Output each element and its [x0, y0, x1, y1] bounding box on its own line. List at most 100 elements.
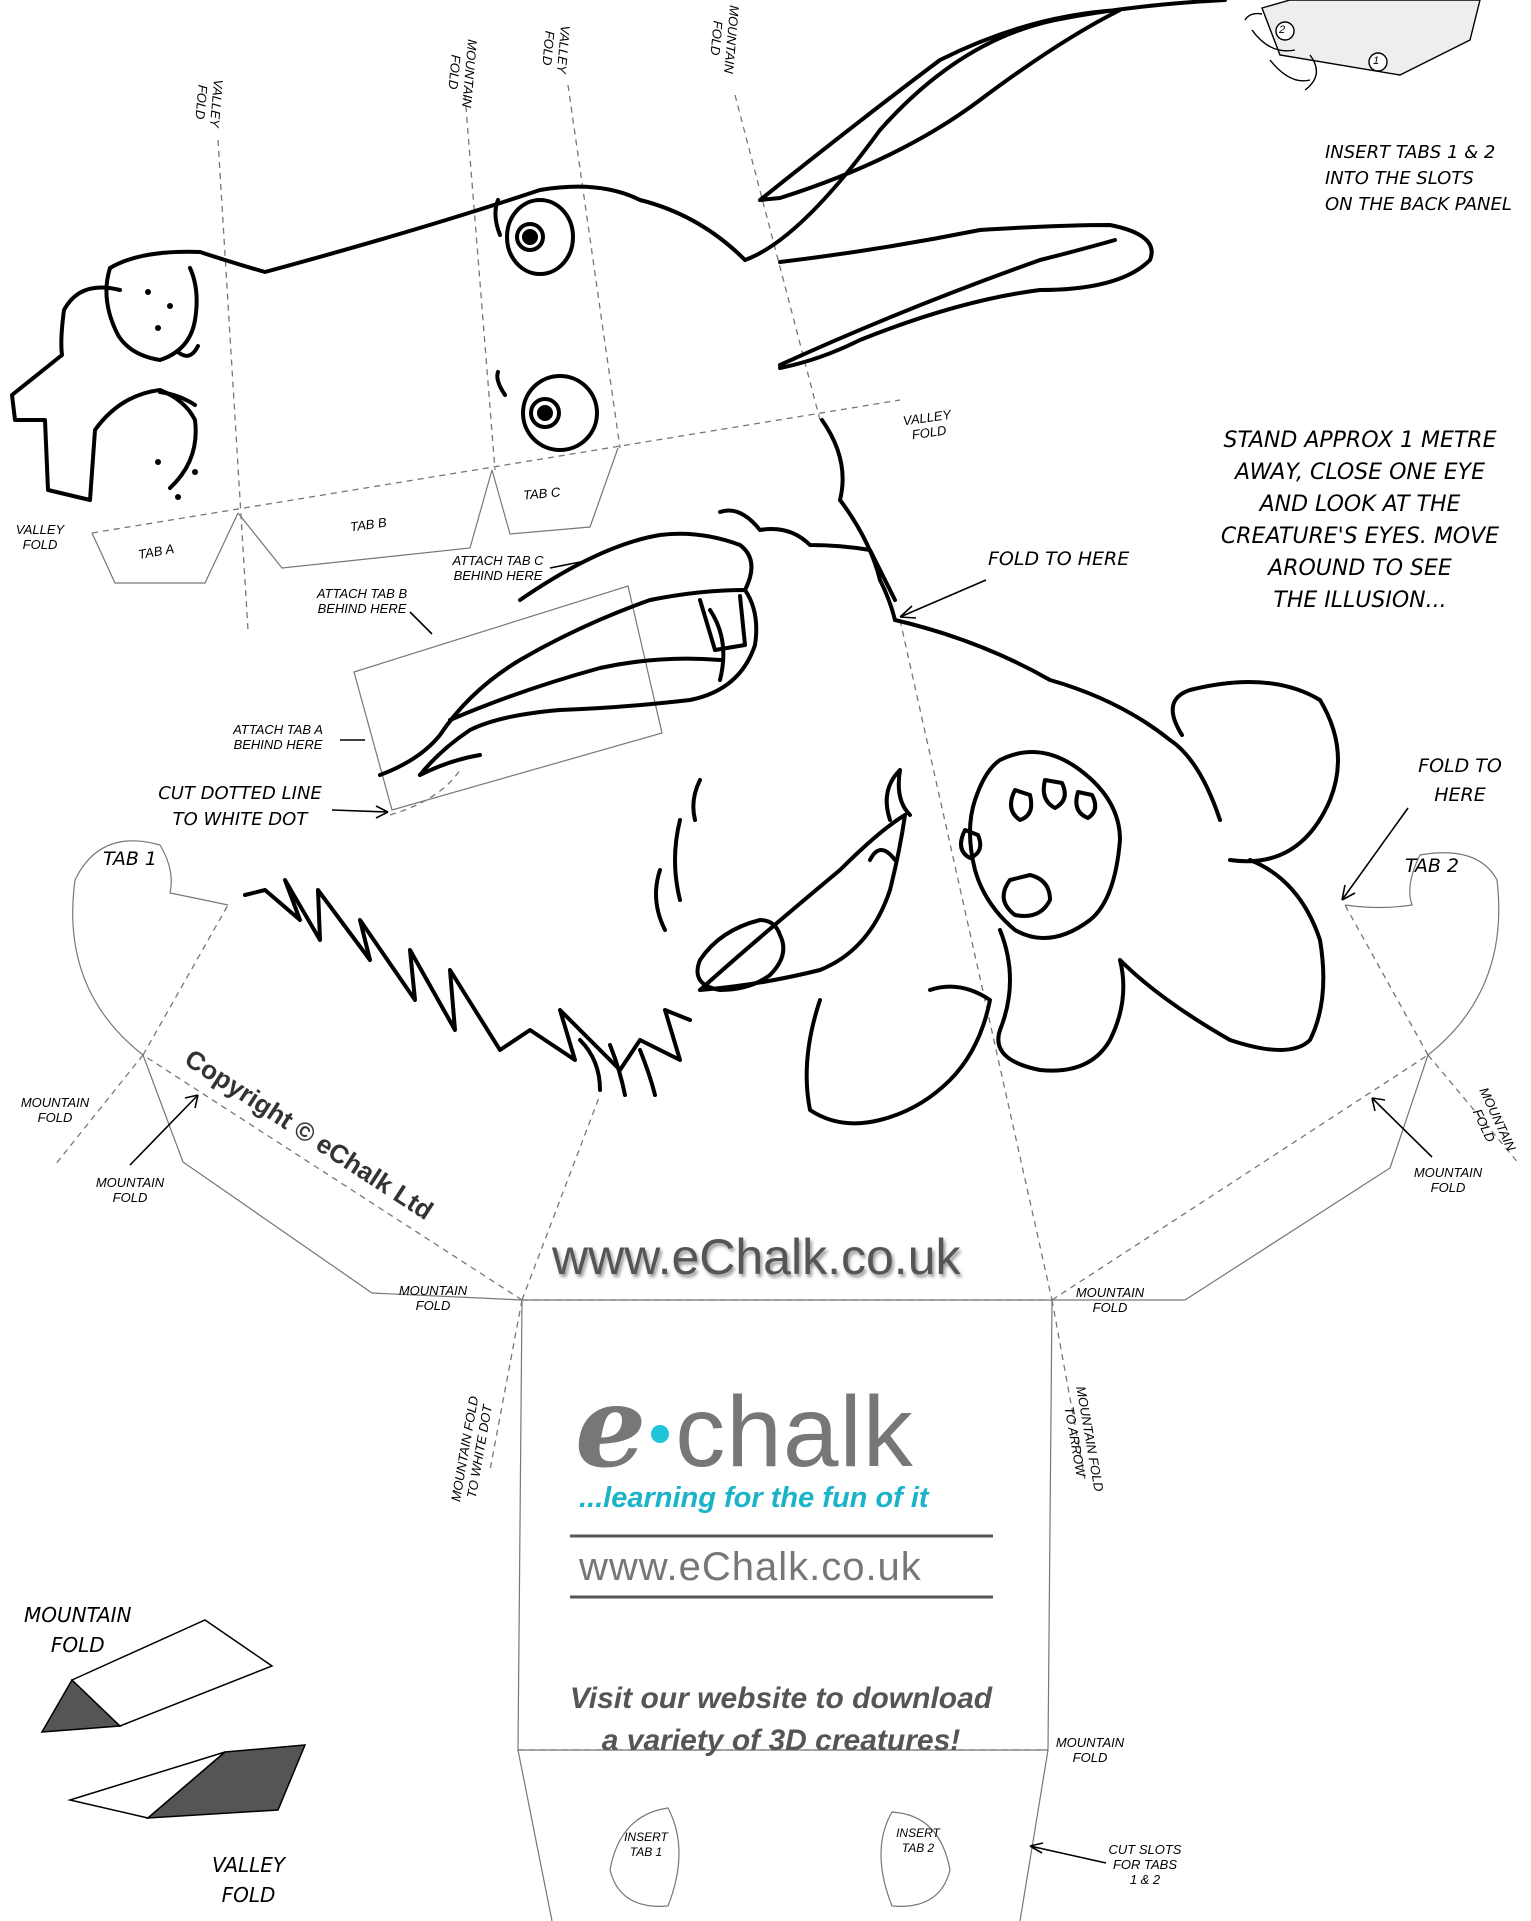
assembly-diagram: [1244, 0, 1481, 91]
panel-outlines: [72, 447, 1500, 1921]
rabbit-hind-paw: [968, 750, 1122, 940]
carrot-leaves: [868, 768, 912, 862]
tab-2-label: TAB 2: [1405, 855, 1460, 877]
rabbit-teeth: [698, 594, 747, 652]
fold-line: [521, 1094, 601, 1301]
insert-tabs-instruction: INSERT TABS 1 & 2 INTO THE SLOTS ON THE …: [1325, 142, 1512, 215]
fold-line: [489, 1299, 523, 1471]
arrow-attach-b: [409, 611, 433, 635]
slot-tab-1: [609, 1807, 680, 1907]
rabbit-mouth: [378, 588, 759, 777]
pointer-arrows: [129, 559, 1433, 1864]
rabbit-neck: [820, 418, 897, 622]
rabbit-claws: [578, 1038, 657, 1097]
rabbit-back-leg: [804, 984, 992, 1126]
fold-line: [91, 399, 901, 534]
cut-dotted-line-label: CUT DOTTED LINE TO WHITE DOT: [158, 783, 322, 830]
rabbit-toe: [959, 778, 1098, 918]
nose-dot: [155, 325, 161, 331]
assembly-arrow-curve: [1244, 12, 1311, 82]
attach-tab-b-label: ATTACH TAB B BEHIND HERE: [316, 586, 408, 616]
rabbit-pupil-dot-upper: [522, 229, 538, 245]
rabbit-line-art: [10, 0, 1340, 1126]
assembly-number-1: 1: [1373, 55, 1380, 67]
slot-shapes: [609, 1807, 951, 1907]
rabbit-ear-upper: [743, 0, 1227, 262]
tab-c-outline: [491, 447, 619, 535]
tagline: ...learning for the fun of it: [579, 1482, 929, 1514]
nose-dot: [192, 469, 198, 475]
fold-line: [1344, 904, 1429, 1056]
tab-b-outline: [237, 469, 493, 569]
rabbit-chest-fur: [654, 778, 702, 932]
fold-line: [1051, 1299, 1086, 1481]
assembly-number-2: 2: [1279, 24, 1286, 36]
rabbit-nose: [10, 285, 198, 502]
valley-fold-label-1: VALLEY FOLD: [192, 78, 226, 129]
arrow-attach-c: [549, 559, 591, 569]
tab-a-outline: [91, 512, 239, 584]
rabbit-front-paw: [695, 918, 786, 992]
mountain-fold-label-left-base: MOUNTAIN FOLD: [398, 1283, 468, 1313]
cut-slots-label: CUT SLOTS FOR TABS 1 & 2: [1108, 1842, 1182, 1887]
rabbit-tail: [1170, 680, 1340, 864]
mountain-fold-label-right-arrow: MOUNTAIN FOLD: [1413, 1165, 1483, 1195]
valley-fold-label-2: VALLEY FOLD: [539, 24, 573, 75]
rabbit-fur-neck: [718, 508, 897, 602]
rabbit-eye-lower: [521, 374, 599, 452]
fold-line: [1427, 1054, 1521, 1166]
mountain-fold-label-left-wing: MOUNTAIN FOLD: [20, 1095, 90, 1125]
rabbit-pupil-dot-lower: [537, 405, 553, 421]
assembly-circle: [1368, 52, 1388, 72]
insert-tab-1-label: INSERT TAB 1: [624, 1830, 668, 1859]
fold-line: [142, 1054, 523, 1301]
fold-lines: [54, 84, 1521, 1751]
logo-chalk: chalk: [675, 1376, 914, 1488]
rabbit-body: [418, 618, 1222, 822]
website-large[interactable]: www.eChalk.co.uk: [552, 1229, 961, 1285]
assembly-tab-curve: [1251, 29, 1318, 91]
attach-tab-c-label: ATTACH TAB C BEHIND HERE: [452, 553, 544, 583]
rabbit-cheek: [104, 266, 199, 362]
arrow-mountain-left: [129, 1094, 199, 1166]
nose-dot: [167, 303, 173, 309]
logo-e: e: [575, 1362, 648, 1493]
valley-fold-label-left: VALLEY FOLD: [15, 522, 65, 552]
rabbit-brow: [493, 198, 507, 397]
rabbit-fur-spikes: [243, 878, 692, 1072]
nose-dots: [145, 289, 198, 500]
insert-tab-2-label: INSERT TAB 2: [896, 1826, 940, 1855]
fold-line: [567, 84, 621, 449]
assembly-circle: [1275, 21, 1295, 41]
mountain-fold-label-right-base: MOUNTAIN FOLD: [1075, 1285, 1145, 1315]
rabbit-upper-jaw: [518, 531, 754, 602]
nose-dot: [145, 289, 151, 295]
arrow-cut-dotted: [331, 805, 389, 819]
tab-1-label: TAB 1: [103, 848, 158, 870]
fold-to-here-label: FOLD TO HERE: [988, 548, 1130, 570]
legend-mountain-fold-label: MOUNTAIN FOLD: [24, 1603, 132, 1657]
arrow-cut-slots: [1029, 1842, 1107, 1864]
fold-line: [54, 1054, 144, 1166]
rabbit-lip: [158, 344, 200, 407]
rabbit-ear-lower: [778, 223, 1154, 370]
url-dividers: [570, 1534, 993, 1599]
assembly-box: [1261, 0, 1481, 76]
arrow-fold-to-here: [899, 579, 987, 619]
attach-rect-outline: [353, 585, 663, 811]
fold-line: [1051, 1054, 1429, 1301]
fold-legend: [40, 1619, 307, 1819]
arrow-fold-to-here-right: [1341, 807, 1409, 901]
rabbit-head-outline: [108, 184, 747, 274]
rabbit-leg: [996, 858, 1326, 1073]
fold-to-here-right-label: FOLD TO HERE: [1418, 755, 1502, 806]
nose-dot: [155, 459, 161, 465]
slot-panel-outline: [517, 1749, 1049, 1921]
mountain-fold-label-2: MOUNTAIN FOLD: [707, 4, 742, 75]
left-wing-outline: [72, 840, 523, 1301]
website-small[interactable]: www.eChalk.co.uk: [579, 1545, 922, 1589]
stand-away-instruction: STAND APPROX 1 METRE AWAY, CLOSE ONE EYE…: [1220, 428, 1500, 613]
mountain-fold-diagram-face: [70, 1619, 274, 1727]
visit-message: Visit our website to download a variety …: [569, 1682, 993, 1757]
